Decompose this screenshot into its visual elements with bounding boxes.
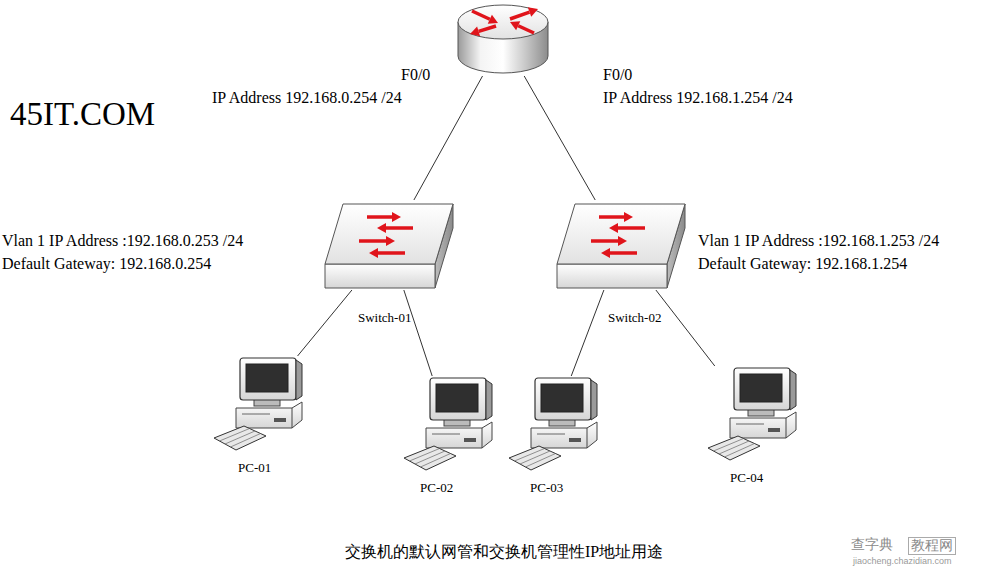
arrow-symbol xyxy=(510,21,520,30)
router-top xyxy=(458,5,548,39)
switch-node: Vlan 1 IP Address :192.168.1.253 /24Defa… xyxy=(555,200,687,290)
arrow-symbol xyxy=(470,27,480,37)
switch-top xyxy=(325,204,453,264)
arrow-symbol xyxy=(392,212,401,222)
pc-icon xyxy=(210,356,306,452)
arrow-symbol xyxy=(591,239,618,243)
network-link xyxy=(656,290,715,366)
caption: 交换机的默认网管和交换机管理性IP地址用途 xyxy=(345,543,663,561)
arrow-symbol xyxy=(609,223,618,233)
network-link xyxy=(298,290,352,356)
switch-node: Vlan 1 IP Address :192.168.0.253 /24Defa… xyxy=(323,200,455,290)
pc-icon xyxy=(400,376,496,472)
arrow-symbol xyxy=(472,11,490,19)
pc-icon xyxy=(505,376,601,472)
network-link xyxy=(524,76,595,200)
switch-front xyxy=(325,264,435,288)
switch-top xyxy=(557,204,685,264)
arrow-symbol xyxy=(601,248,610,258)
router-node: F0/0IP Address 192.168.0.254 /24F0/0IP A… xyxy=(456,2,550,76)
address-label: Default Gateway: 192.168.1.254 xyxy=(698,255,907,273)
pc-keyboard xyxy=(214,426,266,450)
address-label: Vlan 1 IP Address :192.168.0.253 /24 xyxy=(2,232,243,250)
pc-monitor xyxy=(430,378,486,420)
pc-icon xyxy=(704,366,800,462)
arrow-symbol xyxy=(377,223,386,233)
watermark: jiaocheng.chazidian.com xyxy=(853,556,952,566)
network-link xyxy=(571,290,604,376)
arrow-symbol xyxy=(367,215,392,219)
arrow-symbol xyxy=(599,215,624,219)
pc-keyboard xyxy=(708,436,760,460)
network-link xyxy=(414,76,483,200)
device-name: Switch-01 xyxy=(358,311,411,326)
device-name: PC-03 xyxy=(530,481,563,496)
arrow-symbol xyxy=(624,212,633,222)
site-logo: 45IT.COM xyxy=(10,96,155,134)
pc-monitor xyxy=(734,368,790,410)
arrow-symbol xyxy=(386,236,395,246)
address-label: IP Address 192.168.1.254 /24 xyxy=(603,89,793,107)
arrow-symbol xyxy=(618,236,627,246)
device-name: PC-02 xyxy=(420,481,453,496)
address-label: F0/0 xyxy=(603,66,632,84)
arrow-symbol xyxy=(510,12,530,19)
pc-keyboard xyxy=(404,446,456,470)
address-label: IP Address 192.168.0.254 /24 xyxy=(212,89,402,107)
device-name: PC-01 xyxy=(238,461,271,476)
arrow-symbol xyxy=(369,248,378,258)
switch-front xyxy=(557,264,667,288)
arrow-symbol xyxy=(359,239,386,243)
device-name: Switch-02 xyxy=(608,311,661,326)
arrow-symbol xyxy=(386,226,413,230)
address-label: Default Gateway: 192.168.0.254 xyxy=(2,255,211,273)
arrow-symbol xyxy=(479,26,496,31)
address-label: F0/0 xyxy=(401,66,430,84)
pc-node: PC-04 xyxy=(704,366,800,462)
pc-monitor xyxy=(240,358,296,400)
switch-icon xyxy=(555,200,687,290)
pc-node: PC-03 xyxy=(505,376,601,472)
device-name: PC-04 xyxy=(730,471,763,486)
switch-icon xyxy=(323,200,455,290)
router-icon xyxy=(456,2,550,76)
pc-node: PC-01 xyxy=(210,356,306,452)
arrow-symbol xyxy=(378,251,405,255)
address-label: Vlan 1 IP Address :192.168.1.253 /24 xyxy=(698,232,939,250)
watermark: 查字典 xyxy=(851,537,893,553)
pc-monitor xyxy=(535,378,591,420)
arrow-symbol xyxy=(610,251,637,255)
arrow-symbol xyxy=(518,26,534,33)
network-link xyxy=(404,290,432,376)
watermark: 教程网 xyxy=(908,537,956,555)
pc-keyboard xyxy=(509,446,561,470)
arrow-symbol xyxy=(528,7,538,16)
arrow-symbol xyxy=(488,15,498,24)
pc-node: PC-02 xyxy=(400,376,496,472)
arrow-symbol xyxy=(618,226,645,230)
